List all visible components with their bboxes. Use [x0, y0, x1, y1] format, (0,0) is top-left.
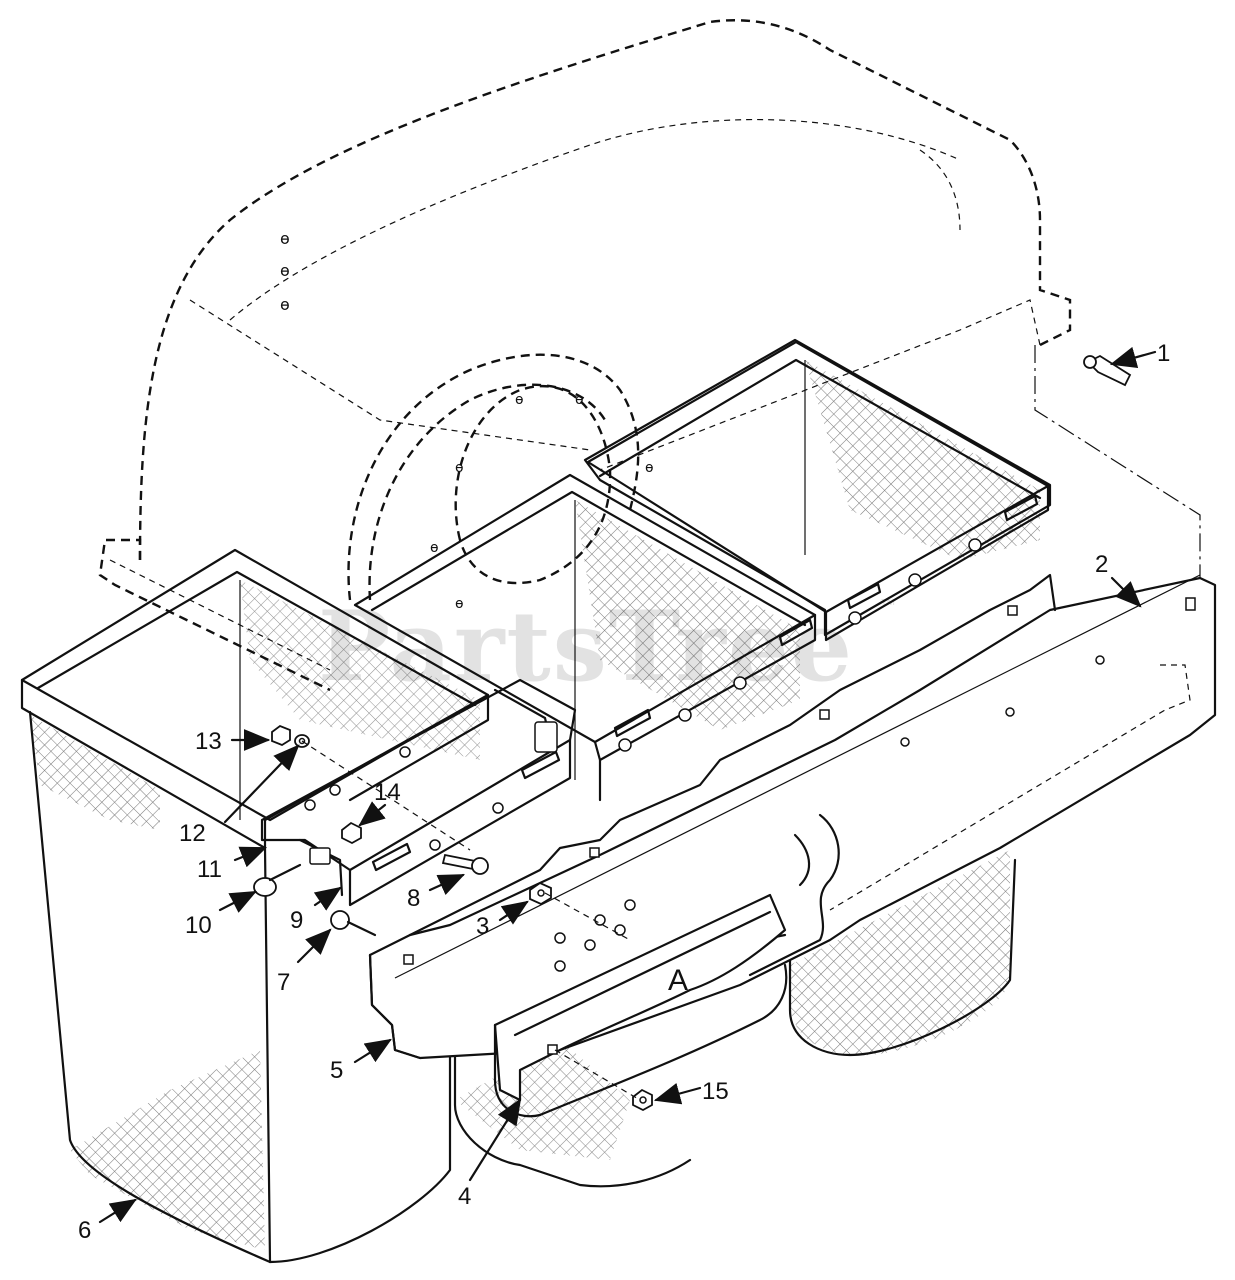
svg-text:ɵ: ɵ [455, 596, 464, 612]
callout-7[interactable]: 7 [277, 969, 290, 996]
svg-text:ɵ: ɵ [280, 261, 290, 280]
nut-3 [529, 881, 552, 906]
bag-right [583, 338, 1052, 1057]
callout-11[interactable]: 11 [197, 856, 222, 883]
nut-13 [271, 724, 291, 747]
bagger-hood: ɵ ɵ ɵ ɵ ɵ ɵ ɵ ɵ ɵ [98, 19, 1201, 692]
svg-text:ɵ: ɵ [430, 540, 439, 556]
callout-13[interactable]: 13 [195, 728, 222, 755]
callout-labels: 1 2 3 4 5 6 7 8 9 10 11 12 13 14 15 A [78, 340, 1170, 1244]
svg-text:ɵ: ɵ [645, 460, 654, 476]
callout-3[interactable]: 3 [476, 913, 489, 940]
callout-2[interactable]: 2 [1095, 551, 1108, 578]
callout-leaders [98, 346, 1157, 1224]
nut-14 [341, 821, 362, 845]
callout-8[interactable]: 8 [407, 885, 420, 912]
callout-10[interactable]: 10 [185, 912, 212, 939]
svg-text:ɵ: ɵ [575, 392, 584, 408]
callout-4[interactable]: 4 [458, 1183, 471, 1210]
nut-15 [632, 1088, 653, 1112]
callout-14[interactable]: 14 [374, 779, 401, 806]
callout-5[interactable]: 5 [330, 1057, 343, 1084]
callout-6[interactable]: 6 [78, 1217, 91, 1244]
bag-bracket [260, 678, 577, 907]
svg-text:ɵ: ɵ [515, 392, 524, 408]
bag-left [20, 548, 490, 1264]
callout-12[interactable]: 12 [179, 820, 206, 847]
bag-middle [353, 473, 817, 1188]
bolt-8 [441, 853, 489, 875]
callout-1[interactable]: 1 [1157, 340, 1170, 367]
bolt-7 [330, 910, 377, 937]
detail-marker-a[interactable]: A [668, 964, 688, 997]
hood-hole-pattern: ɵ ɵ ɵ ɵ ɵ ɵ ɵ ɵ ɵ [280, 229, 654, 612]
svg-text:ɵ: ɵ [455, 460, 464, 476]
callout-9[interactable]: 9 [290, 907, 303, 934]
svg-text:ɵ: ɵ [280, 295, 290, 314]
svg-text:ɵ: ɵ [280, 229, 290, 248]
callout-15[interactable]: 15 [702, 1078, 729, 1105]
clamp-strip [493, 893, 788, 1118]
fasteners [253, 354, 1132, 1112]
carriage-bolt-10 [253, 863, 302, 897]
pin-1 [1083, 354, 1132, 387]
